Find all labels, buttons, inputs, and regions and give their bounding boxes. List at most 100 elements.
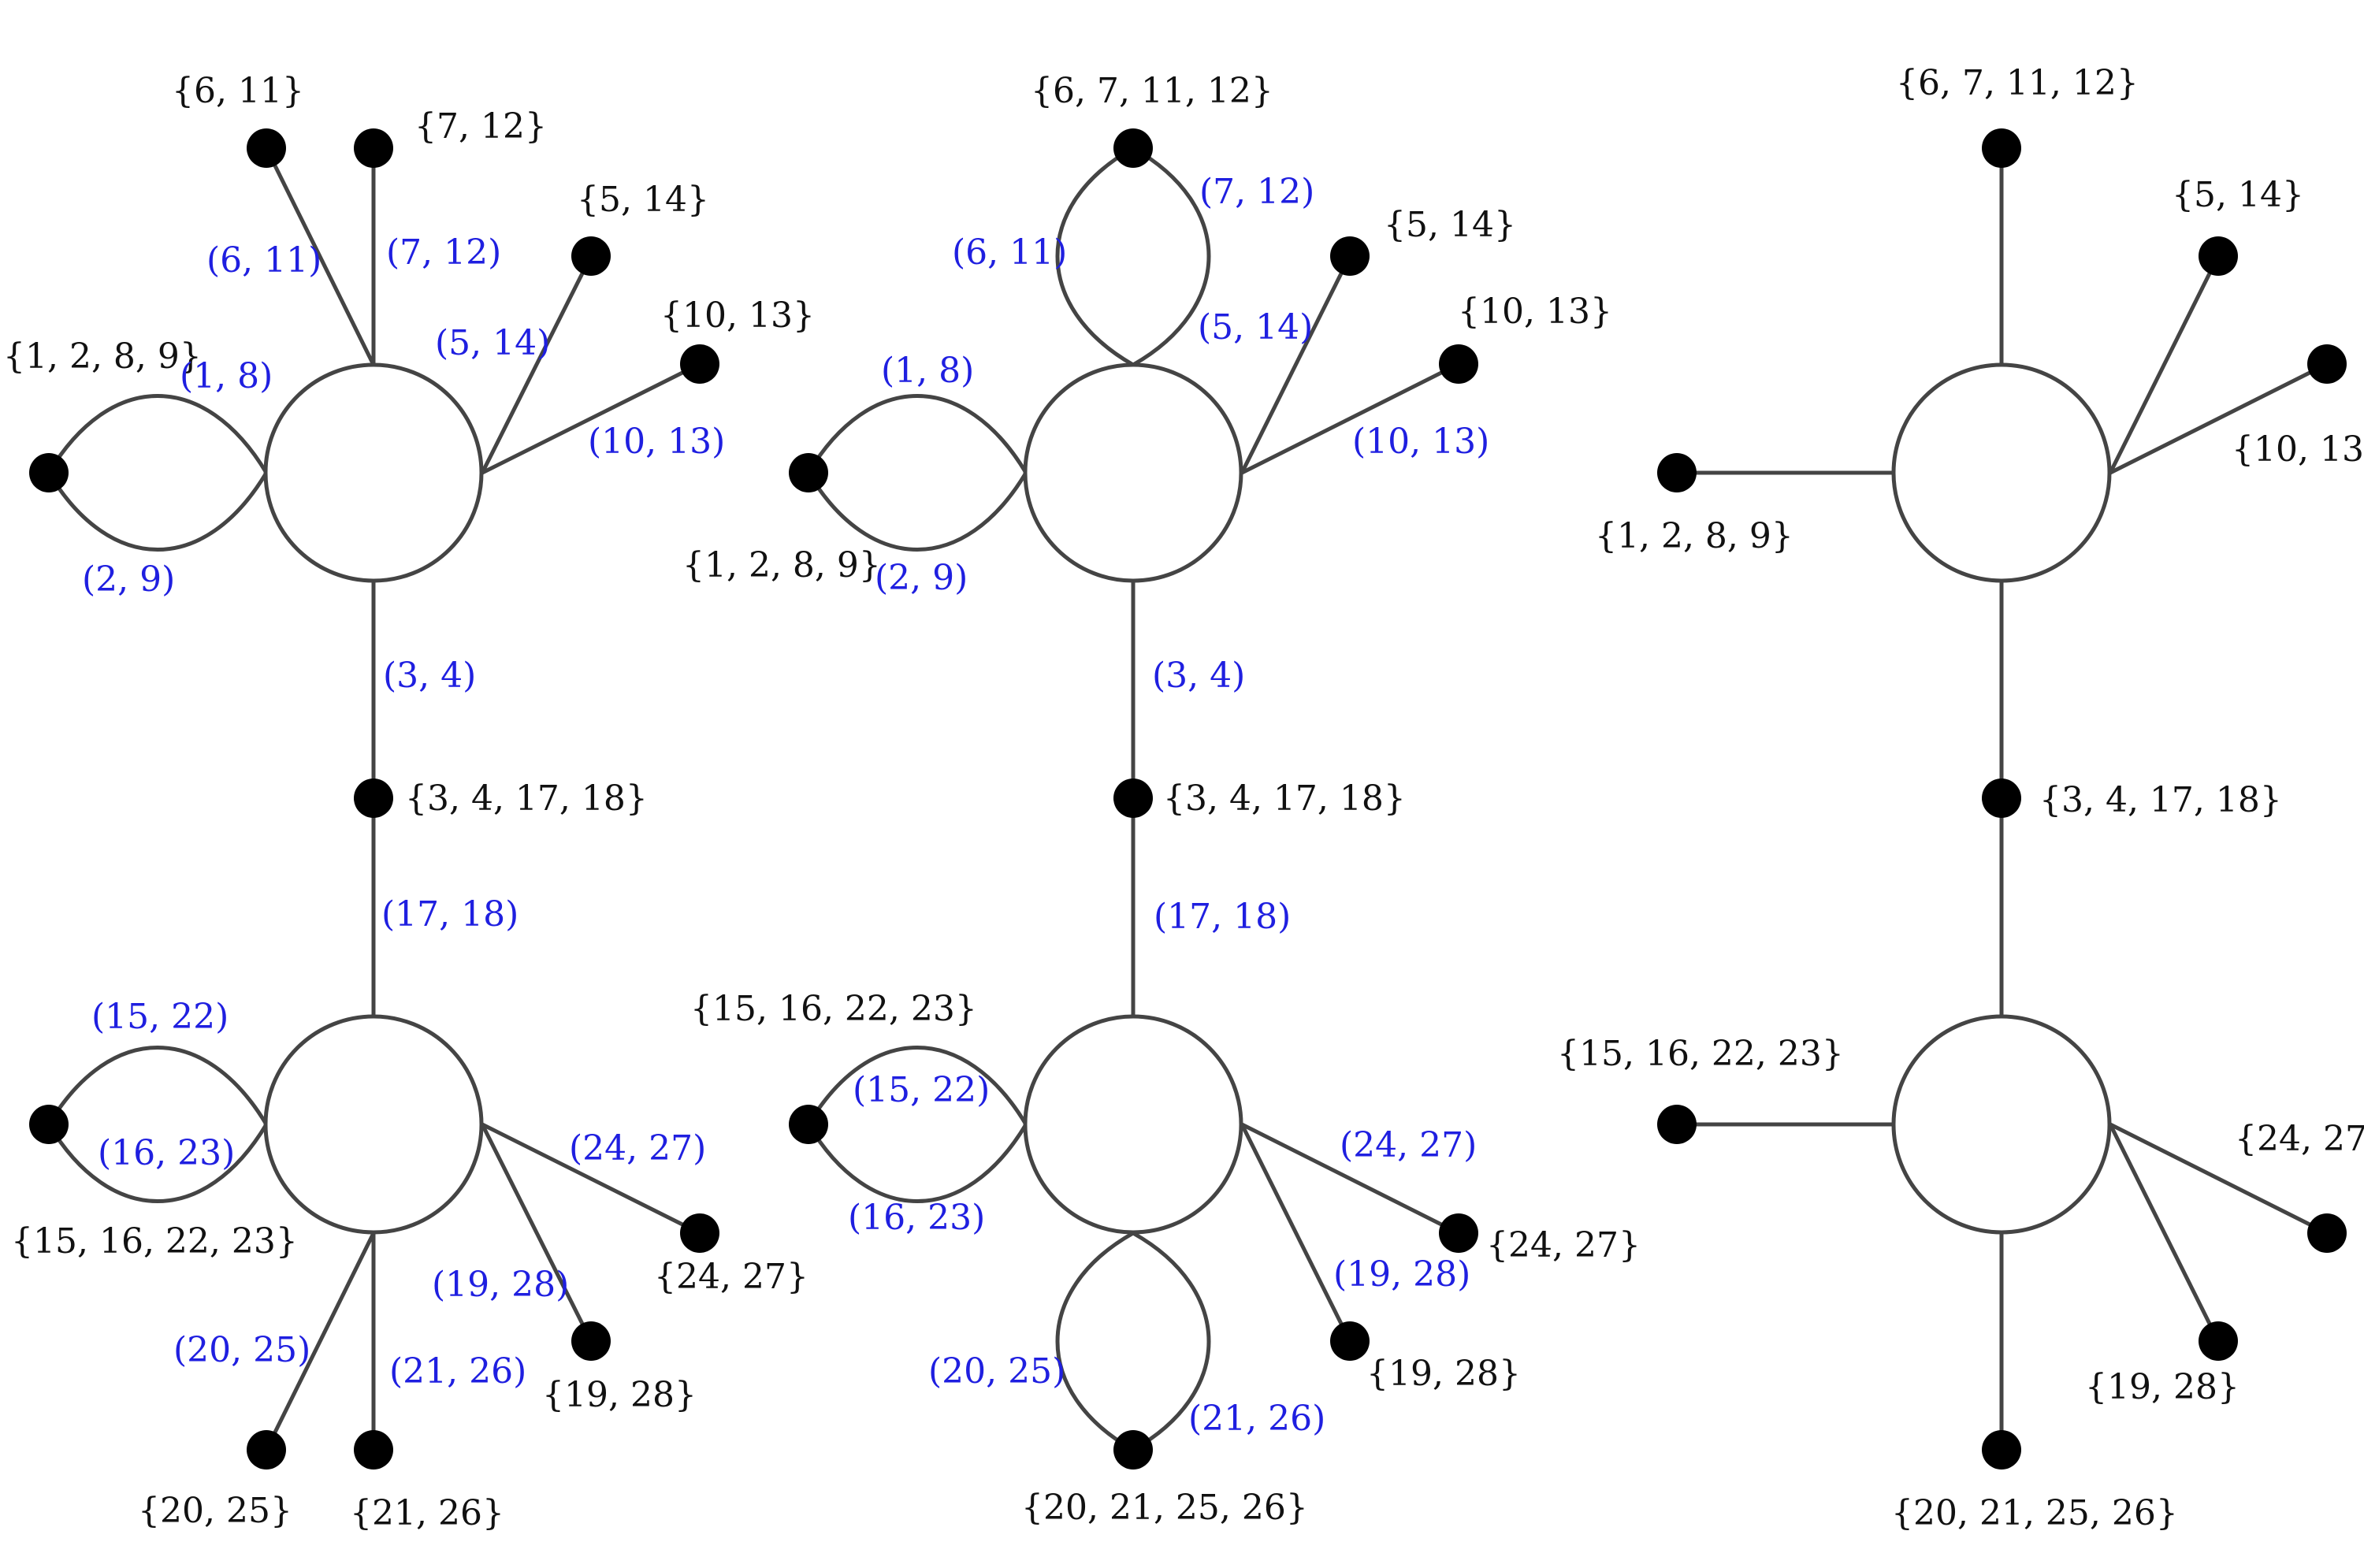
node-label-20-25: {20, 25}: [138, 1491, 292, 1531]
node-label-3-4-17-18: {3, 4, 17, 18}: [405, 778, 648, 819]
node-label-6-7-11-12: {6, 7, 11, 12}: [1896, 63, 2139, 103]
node-label-24-27: {24, 27}: [2235, 1119, 2364, 1159]
node-label-5-14: {5, 14}: [577, 180, 709, 220]
edge-1-8: [806, 394, 1028, 474]
edge-2-9: [46, 471, 269, 552]
edge-label-7-12: (7, 12): [1199, 172, 1314, 212]
dot-vertex-21-26: [354, 1430, 393, 1470]
node-label-10-13: {10, 13}: [660, 295, 815, 336]
dot-vertex-6-11: [247, 128, 286, 168]
edge-7-12: [1132, 146, 1211, 367]
edge-24-27: [481, 1122, 701, 1235]
edge-to-5-14: [2108, 255, 2221, 474]
edge-label-1-8: (1, 8): [180, 356, 273, 396]
edge-label-2-9: (2, 9): [82, 559, 175, 600]
dot-vertex-19-28: [1330, 1321, 1370, 1361]
node-label-5-14: {5, 14}: [1384, 205, 1516, 245]
node-label-19-28: {19, 28}: [1366, 1354, 1521, 1394]
edge-2-9: [806, 471, 1028, 552]
edge-16-23: [806, 1123, 1028, 1203]
edge-label-19-28: (19, 28): [1333, 1254, 1470, 1295]
edge-19-28: [1240, 1123, 1352, 1343]
edge-label-10-13: (10, 13): [588, 422, 725, 462]
edge-15-22: [806, 1046, 1028, 1126]
dot-vertex-19-28: [571, 1321, 611, 1361]
dot-vertex-24-27: [680, 1213, 719, 1253]
dot-vertex-7-12: [354, 128, 393, 168]
edge-label-16-23: (16, 23): [848, 1198, 985, 1238]
edge-6-11: [264, 147, 376, 366]
dot-vertex-15-16-22-23: [1657, 1105, 1697, 1144]
node-label-7-12: {7, 12}: [414, 106, 547, 147]
edge-6-11: [1055, 146, 1135, 367]
edge-label-3-4: (3, 4): [383, 656, 476, 696]
large-vertex-bottom: [1891, 1014, 2112, 1235]
edge-to-10-13: [2109, 362, 2329, 475]
dot-vertex-10-13: [2307, 344, 2347, 384]
node-label-10-13: {10, 13}: [1458, 292, 1612, 332]
graph-3: {6, 7, 11, 12} {5, 14} {10, 13} {1, 2, 8…: [1557, 63, 2364, 1533]
node-label-19-28: {19, 28}: [2085, 1367, 2239, 1407]
node-label-15-16-22-23: {15, 16, 22, 23}: [11, 1221, 298, 1261]
node-label-24-27: {24, 27}: [654, 1257, 808, 1297]
node-label-19-28: {19, 28}: [542, 1375, 697, 1415]
dot-vertex-15-16-22-23: [789, 1105, 828, 1144]
edge-to-19-28: [2108, 1123, 2221, 1343]
edge-10-13: [481, 362, 701, 475]
edge-label-16-23: (16, 23): [98, 1133, 235, 1173]
node-label-21-26: {21, 26}: [350, 1493, 504, 1533]
edge-label-21-26: (21, 26): [1188, 1399, 1325, 1439]
edge-label-24-27: (24, 27): [1340, 1125, 1477, 1165]
edge-15-22: [46, 1046, 269, 1126]
edge-label-6-11: (6, 11): [206, 240, 322, 281]
dot-vertex-5-14: [1330, 236, 1370, 276]
edge-label-7-12: (7, 12): [386, 232, 501, 273]
dot-vertex-6-7-11-12: [1113, 128, 1153, 168]
edge-label-3-4: (3, 4): [1152, 656, 1245, 696]
edge-20-25: [264, 1232, 376, 1451]
node-label-6-7-11-12: {6, 7, 11, 12}: [1031, 71, 1273, 111]
edge-label-15-22: (15, 22): [853, 1070, 990, 1110]
edge-19-28: [480, 1123, 593, 1343]
edge-1-8: [46, 394, 269, 474]
node-label-20-21-25-26: {20, 21, 25, 26}: [1891, 1493, 2178, 1533]
node-label-1-2-8-9: {1, 2, 8, 9}: [682, 545, 881, 585]
edge-5-14: [480, 255, 593, 474]
edge-5-14: [1240, 255, 1352, 474]
edge-label-20-25: (20, 25): [173, 1330, 310, 1370]
dot-vertex-24-27: [1439, 1213, 1478, 1253]
edge-label-1-8: (1, 8): [881, 351, 974, 391]
edge-label-5-14: (5, 14): [435, 323, 550, 363]
edge-label-2-9: (2, 9): [875, 558, 968, 598]
dot-vertex-3-4-17-18: [1982, 778, 2021, 818]
edge-label-20-25: (20, 25): [928, 1351, 1065, 1392]
dot-vertex-1-2-8-9: [789, 453, 828, 492]
node-label-5-14: {5, 14}: [2172, 175, 2304, 215]
edge-21-26: [1132, 1231, 1211, 1452]
edge-label-6-11: (6, 11): [952, 232, 1067, 273]
node-label-1-2-8-9: {1, 2, 8, 9}: [1595, 516, 1793, 556]
edge-label-10-13: (10, 13): [1352, 422, 1489, 462]
dot-vertex-1-2-8-9: [29, 453, 69, 492]
edge-label-21-26: (21, 26): [389, 1351, 526, 1392]
large-vertex-bottom: [263, 1014, 484, 1235]
node-label-15-16-22-23: {15, 16, 22, 23}: [1557, 1034, 1844, 1074]
dot-vertex-10-13: [680, 344, 719, 384]
edge-label-17-18: (17, 18): [1154, 897, 1291, 937]
edge-label-5-14: (5, 14): [1198, 307, 1313, 347]
large-vertex-top: [263, 362, 484, 583]
node-label-10-13: {10, 13}: [2232, 429, 2364, 470]
node-label-20-21-25-26: {20, 21, 25, 26}: [1021, 1488, 1308, 1528]
graph-1: {6, 11} {7, 12} {5, 14} {10, 13} {1, 2, …: [3, 71, 815, 1533]
node-label-24-27: {24, 27}: [1486, 1225, 1641, 1265]
graph-2: {6, 7, 11, 12} {5, 14} {10, 13} {1, 2, 8…: [682, 71, 1641, 1528]
dot-vertex-20-25: [247, 1430, 286, 1470]
dot-vertex-1-2-8-9: [1657, 453, 1697, 492]
large-vertex-top: [1891, 362, 2112, 583]
edge-20-25: [1055, 1231, 1135, 1452]
edge-label-24-27: (24, 27): [569, 1128, 706, 1169]
edge-16-23: [46, 1123, 269, 1203]
dot-vertex-6-7-11-12: [1982, 128, 2021, 168]
edge-10-13: [1240, 362, 1460, 475]
